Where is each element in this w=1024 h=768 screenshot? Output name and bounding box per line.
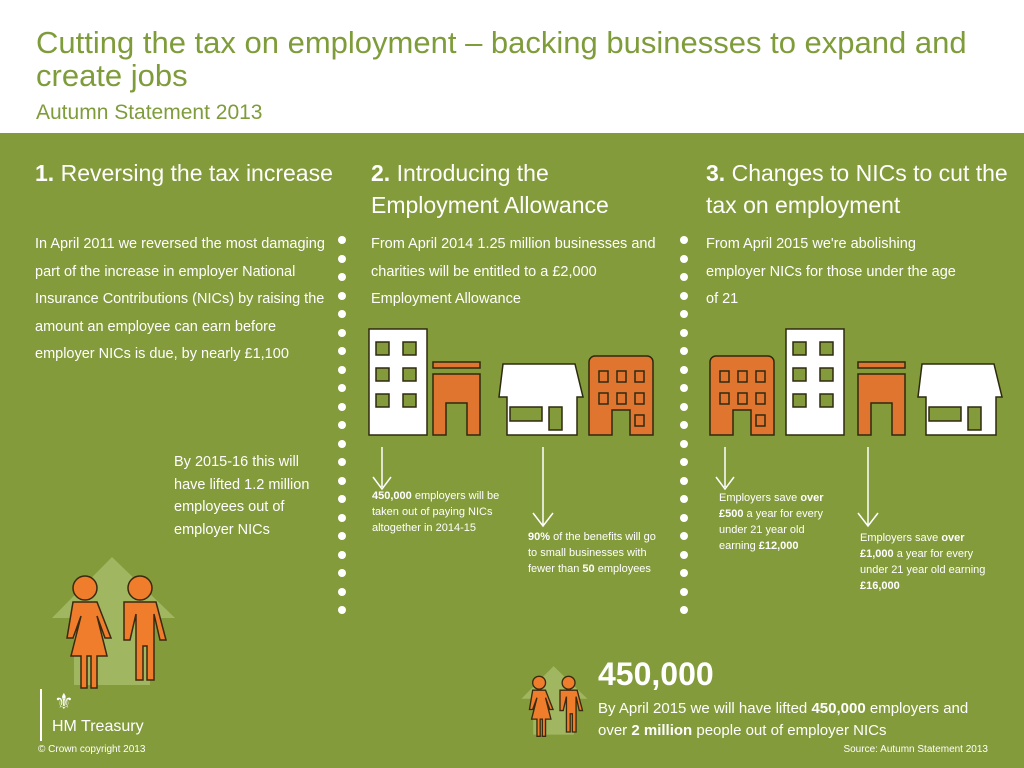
page-title: Cutting the tax on employment – backing … <box>36 25 967 93</box>
divider-dots-1 <box>338 236 346 625</box>
section-1-body: In April 2011 we reversed the most damag… <box>35 236 325 362</box>
buildings-icon-2 <box>709 328 1003 528</box>
logo-text: HM Treasury <box>52 718 144 735</box>
section-3-note-2: Employers save over £1,000 a year for ev… <box>860 532 986 592</box>
section-3-heading: 3. Changes to NICs to cut the tax on emp… <box>706 160 1008 218</box>
royal-crest-icon: ⚜ <box>54 689 74 714</box>
section-1-heading: 1. Reversing the tax increase <box>35 160 333 186</box>
section-2-body: From April 2014 1.25 million businesses … <box>371 236 656 307</box>
section-3-note-1: Employers save over £500 a year for ever… <box>719 492 824 552</box>
divider-dots-2 <box>680 236 688 625</box>
section-3-body: From April 2015 we're abolishing employe… <box>706 236 956 307</box>
source: Source: Autumn Statement 2013 <box>843 744 988 755</box>
people-arrow-small-icon <box>521 666 588 737</box>
page-subtitle: Autumn Statement 2013 <box>36 101 263 124</box>
hm-treasury-logo: ⚜ HM Treasury <box>40 689 144 741</box>
summary-text: By April 2015 we will have lifted 450,00… <box>598 700 969 739</box>
people-arrow-icon <box>52 557 175 689</box>
section-1-callout: By 2015-16 this will have lifted 1.2 mil… <box>174 454 310 538</box>
header: Cutting the tax on employment – backing … <box>0 0 1024 133</box>
section-2-note-1: 450,000 employers will be taken out of p… <box>372 490 500 534</box>
summary-figure: 450,000 <box>598 656 714 692</box>
section-2-heading: 2. Introducing the Employment Allowance <box>371 160 609 218</box>
buildings-icon <box>368 328 654 528</box>
infographic-panel: 1. Reversing the tax increase In April 2… <box>0 133 1024 768</box>
section-2-note-2: 90% of the benefits will go to small bus… <box>528 531 656 575</box>
copyright: © Crown copyright 2013 <box>38 744 146 755</box>
